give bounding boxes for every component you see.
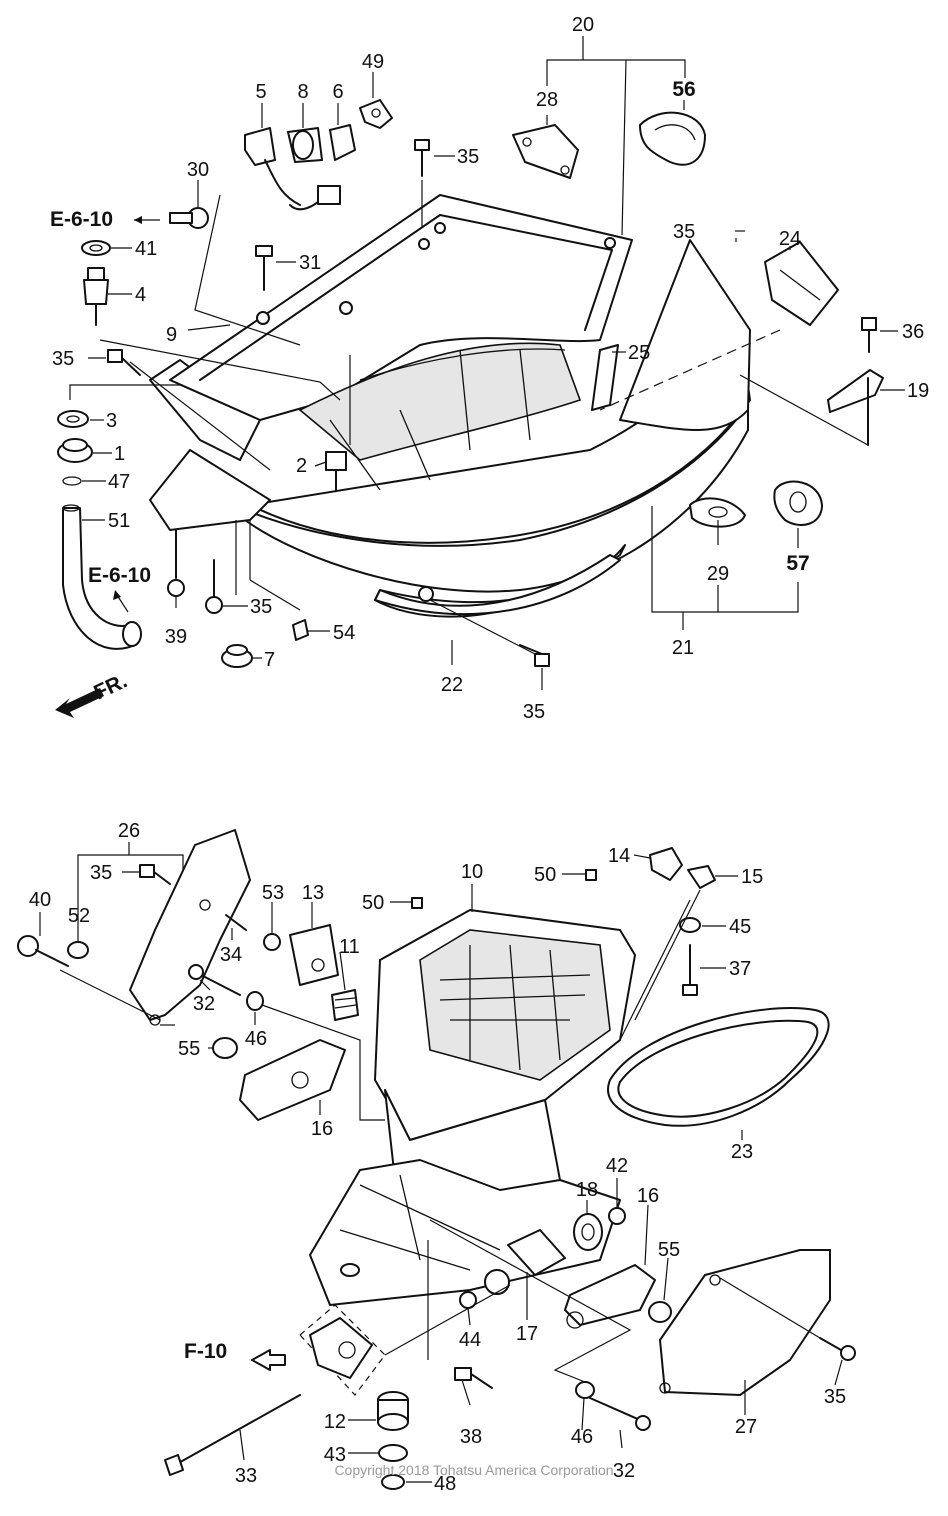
- callout-4: 4: [135, 284, 146, 306]
- callout-55: 55: [178, 1038, 200, 1060]
- copyright-notice: Copyright 2018 Tohatsu America Corporati…: [334, 1462, 613, 1478]
- ref-e610-hose[interactable]: E-6-10: [88, 564, 151, 587]
- callout-28: 28: [536, 89, 558, 111]
- callout-49: 49: [362, 51, 384, 73]
- callout-31: 31: [299, 252, 321, 274]
- callout-10: 10: [461, 861, 483, 883]
- callout-48: 48: [434, 1473, 456, 1495]
- callout-57: 57: [786, 552, 809, 575]
- callout-35: 35: [90, 862, 112, 884]
- callout-24: 24: [779, 228, 801, 250]
- callout-50: 50: [362, 892, 384, 914]
- lower-oil-pan-assembly: 26 35 40 52 53 13 34 11 32 46 55 16 10 5…: [17, 820, 856, 1495]
- callout-25: 25: [628, 342, 650, 364]
- callout-41: 41: [135, 238, 157, 260]
- callout-50: 50: [534, 864, 556, 886]
- callout-54: 54: [333, 622, 355, 644]
- callout-2: 2: [296, 455, 307, 477]
- callout-32: 32: [613, 1460, 635, 1482]
- callout-29: 29: [707, 563, 729, 585]
- callout-35: 35: [52, 348, 74, 370]
- callout-42: 42: [606, 1155, 628, 1177]
- callout-23: 23: [731, 1141, 753, 1163]
- callout-19: 19: [907, 380, 929, 402]
- callout-6: 6: [332, 81, 343, 103]
- ref-e610-top[interactable]: E-6-10: [50, 208, 113, 231]
- callout-20: 20: [572, 14, 594, 36]
- callout-43: 43: [324, 1444, 346, 1466]
- callout-35: 35: [673, 221, 695, 243]
- callout-12: 12: [324, 1411, 346, 1433]
- callout-26: 26: [118, 820, 140, 842]
- callout-39: 39: [165, 626, 187, 648]
- callout-32: 32: [193, 993, 215, 1015]
- front-arrow-icon: [55, 688, 104, 718]
- callout-36: 36: [902, 321, 924, 343]
- callout-51: 51: [108, 510, 130, 532]
- callout-27: 27: [735, 1416, 757, 1438]
- callout-47: 47: [108, 471, 130, 493]
- callout-34: 34: [220, 944, 242, 966]
- callout-33: 33: [235, 1465, 257, 1487]
- callout-21: 21: [672, 637, 694, 659]
- callout-3: 3: [106, 410, 117, 432]
- upper-bottom-cowl-assembly: 20 28 56 49 5 8 6 35 30 E-6-10 41 4 31 9…: [50, 14, 929, 723]
- callout-55: 55: [658, 1239, 680, 1261]
- callout-16: 16: [637, 1185, 659, 1207]
- callout-52: 52: [68, 905, 90, 927]
- callout-22: 22: [441, 674, 463, 696]
- callout-46: 46: [245, 1028, 267, 1050]
- callout-14: 14: [608, 845, 630, 867]
- callout-53: 53: [262, 882, 284, 904]
- callout-5: 5: [255, 81, 266, 103]
- callout-35: 35: [523, 701, 545, 723]
- callout-7: 7: [264, 649, 275, 671]
- callout-18: 18: [576, 1179, 598, 1201]
- callout-38: 38: [460, 1426, 482, 1448]
- callout-35: 35: [824, 1386, 846, 1408]
- callout-35: 35: [457, 146, 479, 168]
- callout-35: 35: [250, 596, 272, 618]
- callout-11: 11: [339, 936, 360, 958]
- callout-46: 46: [571, 1426, 593, 1448]
- callout-30: 30: [187, 159, 209, 181]
- callout-8: 8: [297, 81, 308, 103]
- callout-1: 1: [114, 443, 125, 465]
- callout-44: 44: [459, 1329, 481, 1351]
- callout-13: 13: [302, 882, 324, 904]
- callout-17: 17: [516, 1323, 538, 1345]
- callout-40: 40: [29, 889, 51, 911]
- callout-37: 37: [729, 958, 751, 980]
- callout-56: 56: [672, 78, 695, 101]
- callout-9: 9: [166, 324, 177, 346]
- callout-45: 45: [729, 916, 751, 938]
- callout-15: 15: [741, 866, 763, 888]
- ref-f10[interactable]: F-10: [184, 1340, 227, 1363]
- callout-16: 16: [311, 1118, 333, 1140]
